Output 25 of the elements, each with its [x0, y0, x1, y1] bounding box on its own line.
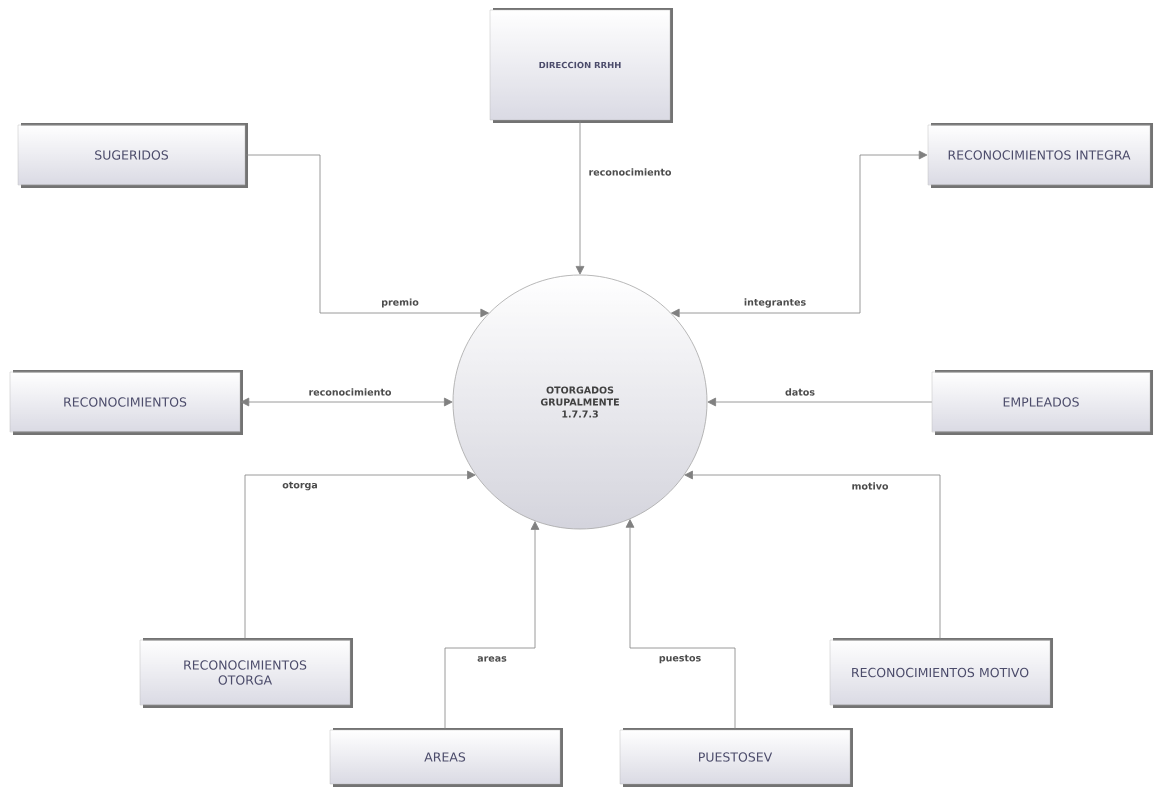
arrow	[707, 397, 933, 407]
entity-box: RECONOCIMIENTOS OTORGA	[139, 638, 353, 708]
entity-box: AREAS	[329, 728, 563, 787]
arrow	[444, 521, 540, 731]
entity-box: RECONOCIMIENTOS INTEGRA	[927, 123, 1153, 188]
arrow	[671, 150, 928, 318]
edge-label: puestos	[657, 653, 703, 665]
edge-label: motivo	[850, 481, 890, 491]
arrow	[240, 397, 453, 407]
edge-label: areas	[476, 655, 508, 663]
edge-label: otorga	[281, 480, 319, 492]
arrow	[244, 470, 476, 641]
edge-label: datos	[784, 387, 816, 397]
edge-label: reconocimiento	[587, 167, 673, 177]
entity-box: PUESTOSEV	[619, 728, 853, 787]
entity-box: SUGERIDOS	[17, 123, 248, 188]
arrow	[684, 470, 941, 641]
entity-box: EMPLEADOS	[931, 370, 1153, 435]
entity-box: RECONOCIMIENTOS MOTIVO	[829, 638, 1053, 708]
edge-label: integrantes	[742, 297, 808, 309]
arrow	[625, 519, 736, 731]
edge-label: reconocimiento	[307, 387, 393, 397]
entity-box: RECONOCIMIENTOS	[9, 370, 243, 435]
edge-label: premio	[380, 297, 420, 309]
entity-box: DIRECCION RRHH	[489, 8, 673, 123]
